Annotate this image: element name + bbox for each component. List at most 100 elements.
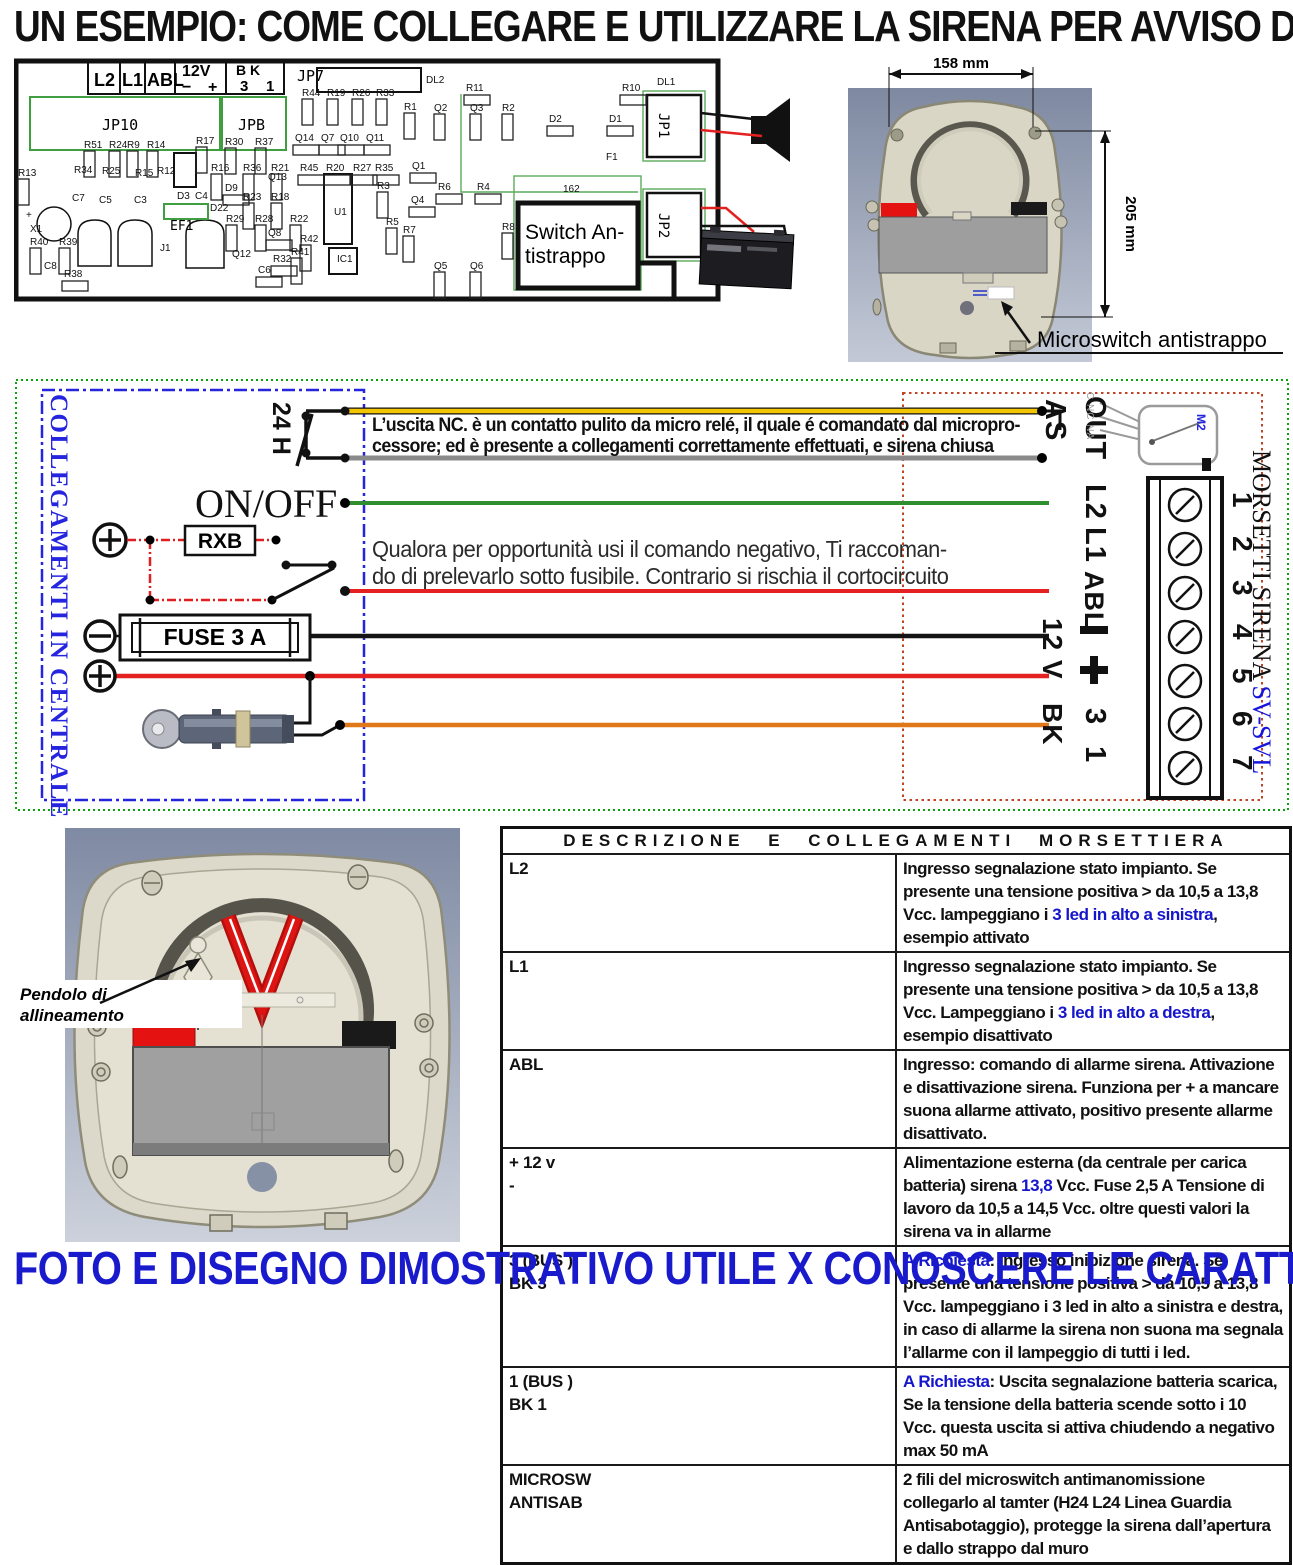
terminal-name-line: + 12 v bbox=[509, 1153, 555, 1172]
terminal-description-cell: A Richiesta: Uscita segnalazione batteri… bbox=[895, 1366, 1292, 1466]
pcb-12v-plus: + bbox=[208, 79, 217, 96]
terminal-label-out: OUT bbox=[1079, 396, 1111, 461]
jp1-connector bbox=[645, 93, 703, 159]
component-outline bbox=[270, 265, 298, 277]
component-outline bbox=[270, 173, 283, 201]
terminal-black bbox=[342, 1021, 396, 1049]
terminal-name-line: L2 bbox=[509, 859, 529, 878]
component-outline bbox=[469, 113, 482, 141]
switch-24h-label: 24 H bbox=[267, 402, 295, 455]
table-header: DESCRIZIONE E COLLEGAMENTI MORSETTIERA bbox=[500, 826, 1292, 855]
speaker-wire-red bbox=[700, 128, 763, 138]
terminal-number-4: 4 bbox=[1227, 624, 1258, 640]
description-highlight: 3 led in alto a destra bbox=[1057, 1003, 1211, 1022]
battery-image bbox=[698, 226, 795, 290]
screw-slot bbox=[1175, 671, 1195, 691]
bracket bbox=[962, 272, 994, 284]
caption-backdrop bbox=[10, 980, 242, 1028]
component-outline bbox=[255, 276, 283, 288]
description-highlight: 13,8 bbox=[1021, 1176, 1053, 1195]
component-label: Q6 bbox=[470, 261, 484, 272]
component-label: F1 bbox=[606, 152, 618, 163]
component-outline bbox=[326, 98, 339, 126]
component-outline bbox=[83, 150, 96, 178]
component-label: R3 bbox=[377, 181, 390, 192]
tamper-microswitch-icon bbox=[1097, 402, 1219, 471]
terminal-name-cell: ABL bbox=[500, 1049, 897, 1149]
caption-arrow-line bbox=[99, 960, 194, 1005]
terminal-label-as: AS bbox=[1039, 399, 1071, 442]
plus-terminal-symbol-2 bbox=[83, 659, 117, 693]
component-label: R17 bbox=[196, 136, 215, 147]
microswitch-contacts-label: C NC NA bbox=[1084, 392, 1095, 441]
slot bbox=[872, 298, 882, 316]
table-row: + 12 v - Alimentazione esterna (da central… bbox=[500, 1147, 1292, 1247]
component-label: Q4 bbox=[411, 195, 425, 206]
component-label: R13 bbox=[18, 168, 37, 179]
jpb-label: JPB bbox=[238, 116, 265, 134]
ef1-part bbox=[163, 203, 209, 220]
component-outline bbox=[409, 172, 437, 184]
fuse-label: FUSE 3 A bbox=[164, 624, 267, 650]
component-label: C5 bbox=[99, 195, 112, 206]
component-label: R32 bbox=[273, 254, 292, 265]
terminal-description-cell: Alimentazione esterna (da centrale per c… bbox=[895, 1147, 1292, 1247]
tab bbox=[939, 342, 957, 354]
terminal-description-cell: 2 fili del microswitch antimanomissione … bbox=[895, 1464, 1292, 1565]
component-label: R24 bbox=[109, 140, 128, 151]
component-label: R10 bbox=[622, 83, 641, 94]
onoff-label: ON/OFF bbox=[195, 481, 338, 526]
dimension-width bbox=[888, 67, 1034, 127]
pcb-svg: L2 L1 ABL 12V − + B K 3 1 JP10 JPB JP7 E… bbox=[13, 58, 795, 302]
component-label: R41 bbox=[291, 247, 310, 258]
caption-arrow-head bbox=[185, 958, 201, 972]
component-label: C7 bbox=[72, 193, 85, 204]
siren-terminal-border bbox=[902, 392, 1263, 801]
pcb-bk-1: 1 bbox=[266, 78, 274, 95]
component-label: R27 bbox=[353, 163, 372, 174]
component-label: R12 bbox=[157, 166, 176, 177]
component-label: R15 bbox=[135, 168, 154, 179]
component-outline bbox=[318, 144, 346, 156]
description-highlight: A Richiesta bbox=[903, 1251, 990, 1270]
component-outline bbox=[265, 239, 293, 251]
component-outline bbox=[385, 227, 398, 255]
component-outline bbox=[29, 247, 42, 275]
terminal-name-line: - bbox=[509, 1176, 515, 1195]
component-label: R7 bbox=[403, 225, 416, 236]
page-title: UN ESEMPIO: COME COLLEGARE E UTILIZZARE … bbox=[14, 2, 1293, 51]
component-outline bbox=[501, 232, 514, 260]
component-label: D9 bbox=[225, 183, 238, 194]
antitear-switch-line2: tistrappo bbox=[525, 245, 606, 268]
component-outline bbox=[290, 257, 303, 285]
component-outline bbox=[435, 193, 463, 205]
pcb-terminal-strip bbox=[87, 60, 285, 95]
pcb-terminal-bk: B K bbox=[236, 62, 260, 78]
component-label: C8 bbox=[44, 261, 57, 272]
component-label: R16 bbox=[211, 163, 230, 174]
siren-inside-svg: Pendolo di allineamento bbox=[10, 828, 460, 1242]
jpb-connector bbox=[221, 96, 287, 151]
component-label: R18 bbox=[271, 192, 290, 203]
rxb-label: RXB bbox=[198, 530, 242, 553]
terminal-name-cell: L2 bbox=[500, 853, 897, 953]
battery-clip bbox=[952, 211, 972, 221]
terminal-name-line: ANTISAB bbox=[509, 1493, 583, 1512]
component-outline bbox=[474, 193, 502, 205]
component-label: D1 bbox=[609, 114, 622, 125]
component-label: R36 bbox=[243, 163, 262, 174]
terminal-number-1: 1 bbox=[1227, 492, 1258, 508]
label-plus-glyph bbox=[1080, 656, 1108, 684]
component-label: R34 bbox=[74, 165, 93, 176]
terminal-name-line: 1 (BUS ) bbox=[509, 1372, 573, 1391]
side-bump bbox=[865, 200, 879, 214]
jp2-label: JP2 bbox=[655, 213, 671, 238]
component-label: IC1 bbox=[337, 254, 353, 265]
description-text: , esempio disattivato bbox=[903, 1003, 1215, 1045]
screw-slot bbox=[1175, 539, 1195, 559]
component-label: C6 bbox=[258, 265, 271, 276]
jp7-label: JP7 bbox=[297, 67, 324, 85]
